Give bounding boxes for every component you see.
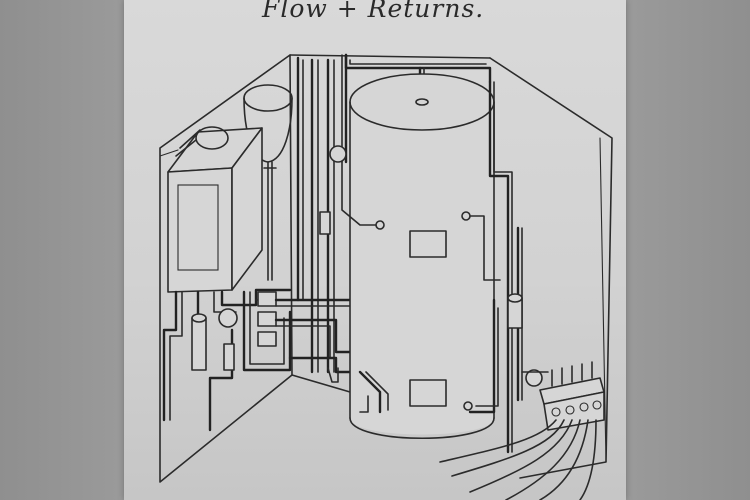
boiler	[159, 126, 263, 293]
floor-edge	[291, 374, 351, 393]
room-walls	[159, 54, 613, 483]
underfloor-loops	[439, 419, 597, 500]
sketch-heading: Flow + Returns.	[262, 0, 485, 23]
right-wall	[489, 57, 613, 479]
right-pipework	[468, 80, 549, 454]
hot-water-cylinder	[349, 73, 495, 439]
zone-valves	[191, 291, 277, 371]
underfloor-manifold	[539, 361, 605, 431]
ceiling-edge	[289, 54, 491, 59]
expansion-vessel	[243, 84, 293, 281]
cylinder-connections	[319, 145, 389, 414]
